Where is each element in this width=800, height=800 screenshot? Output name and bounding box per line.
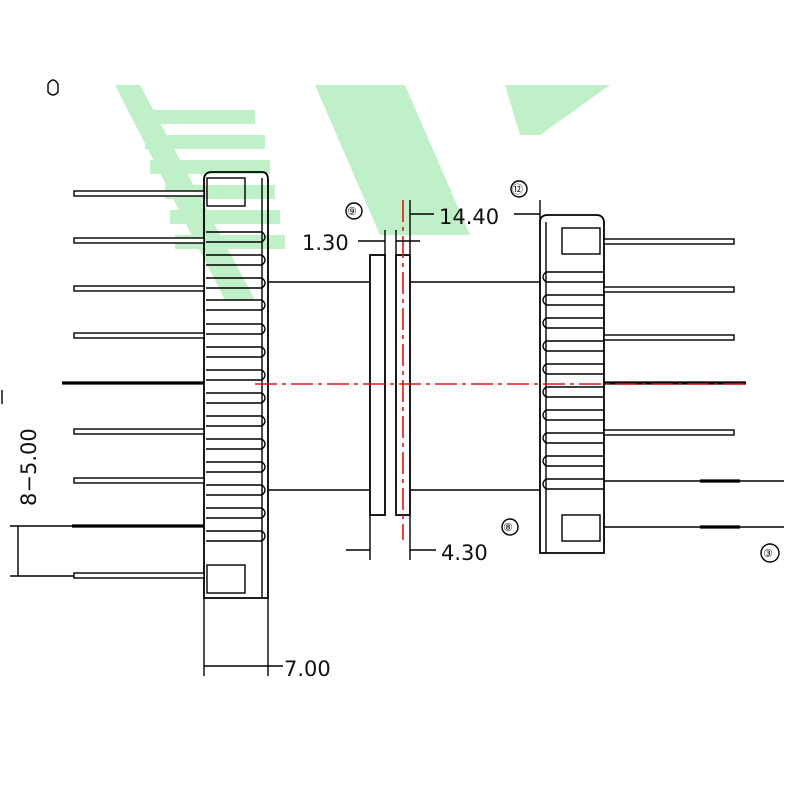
circled-number-icon: ③ [763,547,773,560]
dim-pin-pitch: 8−5.00 [10,428,74,577]
flange-gap-label: 1.30 [302,231,349,255]
core-width-label: 4.30 [441,541,488,565]
left-bobbin [203,171,269,599]
centerlines [255,200,748,540]
dim-flange-gap: 1.30 ⑨ [302,202,420,255]
watermark-logo [115,85,610,300]
left-pins [62,190,205,579]
dim-half-width: 14.40 ⑫ [409,180,541,255]
core-section [268,254,540,516]
left-margin-marks [1,79,59,404]
base-depth-label: 7.00 [284,657,331,681]
right-bobbin [539,214,605,554]
half-width-label: 14.40 [439,205,499,229]
right-edge-marker: ③ [760,543,780,563]
right-pins [603,238,784,529]
dim-base-depth: 7.00 [203,598,331,681]
circled-number-icon: ⑨ [347,205,357,218]
dim-core-width: 4.30 ⑧ [346,515,519,565]
pin-pitch-label: 8−5.00 [17,428,41,506]
circled-number-icon: ⑫ [512,183,523,196]
left-bobbin-slots [206,231,266,542]
circled-number-icon: ⑧ [503,521,513,534]
right-bobbin-slots [542,271,604,490]
